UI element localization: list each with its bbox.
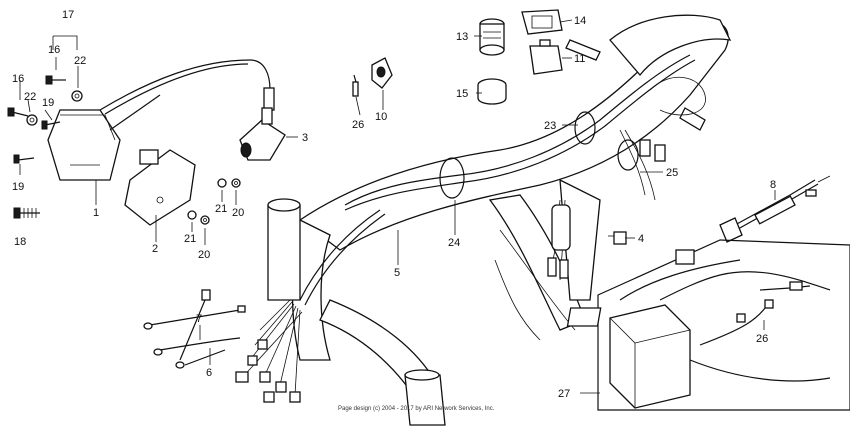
battery-assembly — [566, 239, 850, 411]
callout-21-top: 21 — [215, 203, 227, 215]
callout-18: 18 — [14, 236, 26, 248]
callout-2: 2 — [152, 243, 158, 255]
callout-7: 7 — [196, 313, 202, 325]
fasteners — [7, 75, 241, 225]
sub-wires — [143, 289, 246, 369]
relay-components — [477, 9, 563, 105]
callout-25: 25 — [666, 167, 678, 179]
callout-16-top: 16 — [48, 44, 60, 56]
connector-4 — [608, 231, 627, 245]
callout-labels: 17 16 22 16 22 19 19 18 1 2 21 20 21 20 … — [12, 9, 776, 400]
battery-cable-8 — [719, 175, 831, 243]
callout-5: 5 — [394, 267, 400, 279]
cdi-bracket — [124, 149, 196, 226]
callout-13: 13 — [456, 31, 468, 43]
callout-26-bottom: 26 — [756, 333, 768, 345]
copyright-notice: Page design (c) 2004 - 2017 by ARI Netwo… — [338, 406, 495, 412]
callout-23: 23 — [544, 120, 556, 132]
callout-6: 6 — [206, 367, 212, 379]
callout-8: 8 — [770, 179, 776, 191]
callout-1: 1 — [93, 207, 99, 219]
callout-27: 27 — [558, 388, 570, 400]
cdi-unit — [47, 59, 275, 181]
frame — [267, 14, 732, 426]
callout-17: 17 — [62, 9, 74, 21]
callout-20-bottom: 20 — [198, 249, 210, 261]
callout-16-left: 16 — [12, 73, 24, 85]
callout-24: 24 — [448, 237, 460, 249]
harness-bands — [439, 111, 639, 199]
callout-10: 10 — [375, 111, 387, 123]
main-wire-harness — [235, 54, 706, 403]
callout-11: 11 — [574, 53, 585, 65]
callout-26-top: 26 — [352, 119, 364, 131]
leader-lines — [19, 19, 776, 394]
callout-22-left: 22 — [24, 91, 36, 103]
spark-plug-cap — [239, 107, 286, 161]
callout-3: 3 — [302, 132, 308, 144]
callout-15: 15 — [456, 88, 468, 100]
callout-14: 14 — [574, 15, 586, 27]
callout-20-top: 20 — [232, 207, 244, 219]
callout-19-top: 19 — [42, 97, 54, 109]
callout-4: 4 — [638, 233, 644, 245]
neutral-switch — [352, 57, 393, 97]
callout-21-bottom: 21 — [184, 233, 196, 245]
callout-22-top: 22 — [74, 55, 86, 67]
callout-19-bottom: 19 — [12, 181, 24, 193]
